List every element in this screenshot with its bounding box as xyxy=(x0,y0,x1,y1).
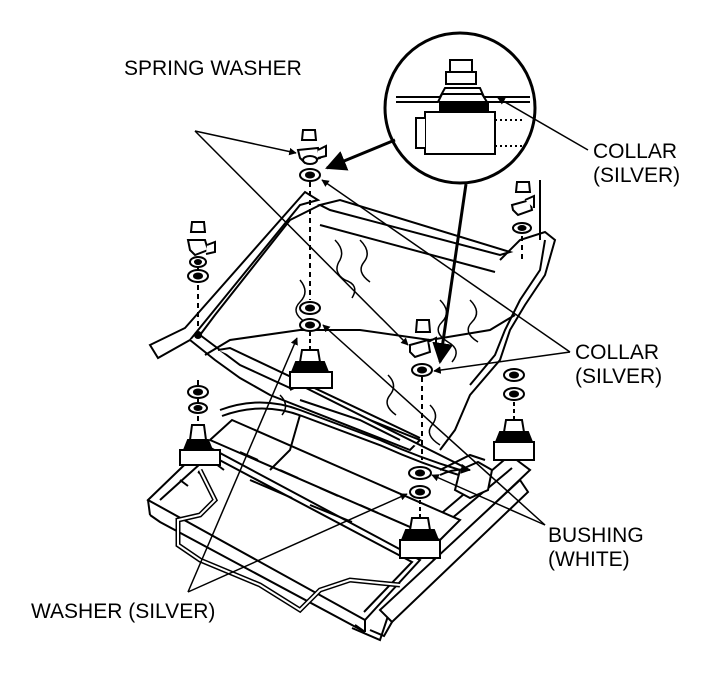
label-bushing-line1: BUSHING xyxy=(548,524,644,547)
label-collar-top-line2: (SILVER) xyxy=(593,164,681,187)
bushing-fastener-stack xyxy=(399,460,494,559)
seat-frame xyxy=(148,190,557,471)
right-front-fastener-stack xyxy=(493,368,535,461)
label-collar-mid-line1: COLLAR xyxy=(575,341,660,364)
detail-bolt xyxy=(396,59,530,155)
label-collar-top-line1: COLLAR xyxy=(593,140,678,163)
wire-harness xyxy=(219,401,486,477)
front-left-upper-stack xyxy=(186,221,216,339)
front-left-fastener-stack xyxy=(179,380,221,466)
track-cross-member xyxy=(208,418,462,542)
detail-magnifier xyxy=(325,31,537,365)
label-collar-mid-line2: (SILVER) xyxy=(575,365,663,388)
leader-lines xyxy=(187,97,589,593)
rear-right-fastener-stack xyxy=(510,180,541,260)
rear-left-fastener-stack xyxy=(296,129,327,300)
left-rear-fastener-stack xyxy=(289,301,333,389)
label-spring-washer: SPRING WASHER xyxy=(124,57,302,80)
label-bushing-line2: (WHITE) xyxy=(548,548,630,571)
label-washer: WASHER (SILVER) xyxy=(31,600,216,623)
